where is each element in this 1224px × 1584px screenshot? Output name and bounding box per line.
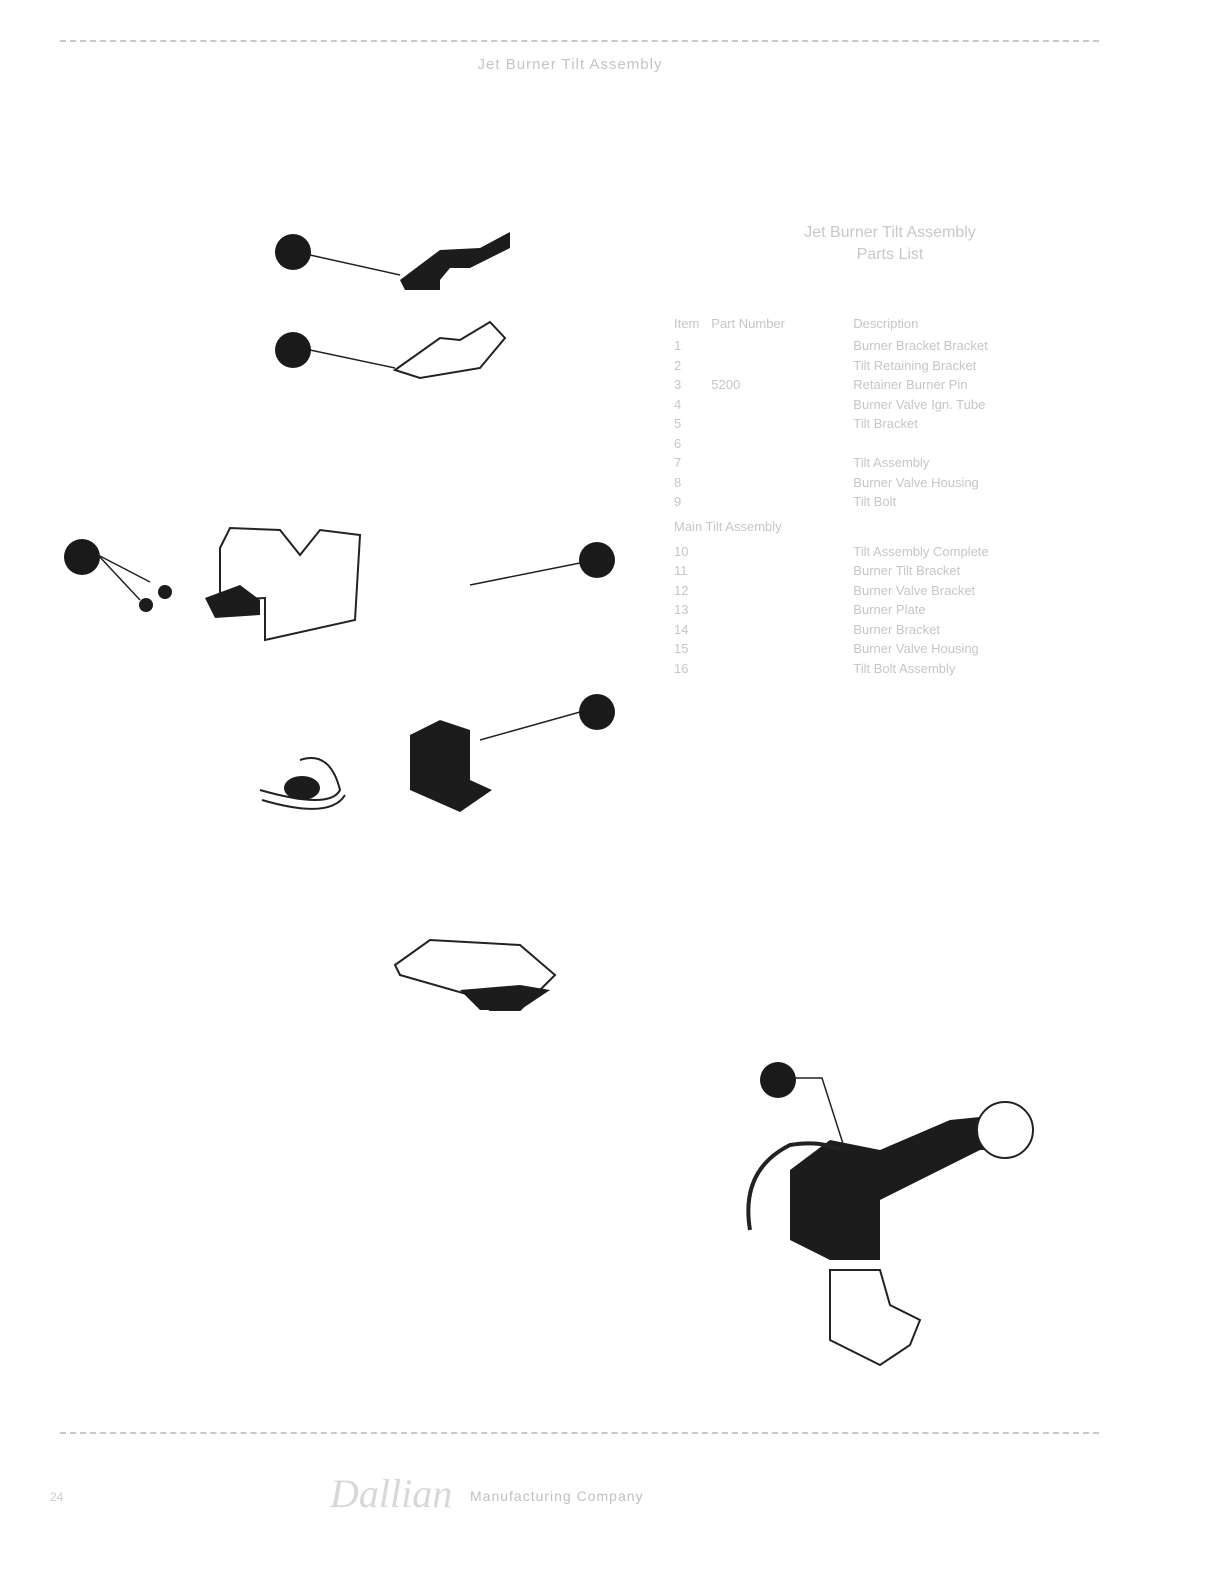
- table-row: 15 Burner Valve Housing: [668, 639, 995, 659]
- callout-3: [64, 539, 100, 575]
- cell-desc: Burner Valve Bracket: [853, 582, 976, 598]
- cell-part: 5200: [711, 377, 741, 393]
- callout-4: [579, 542, 615, 578]
- top-rule: [60, 40, 1099, 42]
- cell-item: 11: [674, 563, 688, 579]
- company-logo: Dallian: [330, 1471, 453, 1516]
- table-row: 3 5200 Retainer Burner Pin: [668, 375, 995, 395]
- col-desc: Description: [853, 315, 919, 331]
- cell-desc: Burner Bracket: [853, 621, 940, 637]
- cell-item: 5: [674, 416, 682, 432]
- parts-title-line2: Parts List: [856, 246, 924, 263]
- cell-desc: Burner Plate: [853, 602, 926, 618]
- cell-item: 10: [674, 543, 689, 559]
- cell-desc: Burner Valve Housing: [853, 474, 979, 490]
- col-item: Item: [674, 315, 700, 331]
- cell-item: 2: [674, 357, 682, 373]
- cell-item: 7: [674, 455, 682, 471]
- cell-item: 14: [674, 621, 689, 637]
- col-part: Part Number: [711, 315, 785, 331]
- cell-desc: Burner Tilt Bracket: [853, 563, 961, 579]
- cell-item: 13: [674, 602, 689, 618]
- table-row: 1 Burner Bracket Bracket: [668, 336, 995, 356]
- company-name: Manufacturing Company: [470, 1488, 644, 1504]
- cell-desc: Tilt Assembly: [853, 455, 930, 471]
- page-number: 24: [50, 1490, 64, 1504]
- table-row: 5 Tilt Bracket: [668, 414, 995, 434]
- cell-item: 6: [674, 435, 682, 451]
- cell-item: 16: [674, 660, 689, 676]
- cell-item: 15: [674, 641, 689, 657]
- cell-desc: Burner Bracket Bracket: [853, 338, 988, 354]
- cell-item: 1: [674, 338, 682, 354]
- table-row: 10 Tilt Assembly Complete: [668, 542, 995, 562]
- table-row: 9 Tilt Bolt: [668, 492, 995, 512]
- cell-desc: Tilt Bracket: [853, 416, 918, 432]
- table-row: 4 Burner Valve Ign. Tube: [668, 395, 995, 415]
- callout-1: [275, 234, 311, 270]
- parts-title: Jet Burner Tilt Assembly Parts List: [700, 222, 1080, 266]
- table-row: 13 Burner Plate: [668, 600, 995, 620]
- cell-desc: Tilt Bolt Assembly: [853, 660, 956, 676]
- table-row: 6: [668, 434, 995, 454]
- parts-title-line1: Jet Burner Tilt Assembly: [804, 224, 976, 241]
- cell-desc: Tilt Bolt: [853, 494, 897, 510]
- table-row: 7 Tilt Assembly: [668, 453, 995, 473]
- cell-item: 4: [674, 396, 682, 412]
- leader-lines: [97, 254, 846, 1151]
- page-header: Jet Burner Tilt Assembly: [477, 56, 663, 73]
- table-row: 8 Burner Valve Housing: [668, 473, 995, 493]
- callout-5: [579, 694, 615, 730]
- table-row: 14 Burner Bracket: [668, 620, 995, 640]
- section-label: Main Tilt Assembly: [674, 519, 782, 534]
- section-row: Main Tilt Assembly: [668, 512, 995, 542]
- callout-bubbles: [64, 234, 796, 1098]
- cell-item: 12: [674, 582, 689, 598]
- cell-desc: Burner Valve Housing: [853, 641, 979, 657]
- cell-desc: Retainer Burner Pin: [853, 377, 968, 393]
- table-row: 16 Tilt Bolt Assembly: [668, 659, 995, 679]
- cell-item: 9: [674, 494, 682, 510]
- cell-item: 3: [674, 377, 682, 393]
- table-row: 2 Tilt Retaining Bracket: [668, 356, 995, 376]
- callout-2: [275, 332, 311, 368]
- part-shapes: [139, 232, 1034, 1367]
- bottom-rule: [60, 1432, 1099, 1434]
- callout-6: [760, 1062, 796, 1098]
- table-row: 11 Burner Tilt Bracket: [668, 561, 995, 581]
- cell-desc: Burner Valve Ign. Tube: [853, 396, 986, 412]
- cell-item: 8: [674, 474, 682, 490]
- table-row: 12 Burner Valve Bracket: [668, 581, 995, 601]
- cell-desc: Tilt Retaining Bracket: [853, 357, 977, 373]
- cell-desc: Tilt Assembly Complete: [853, 543, 989, 559]
